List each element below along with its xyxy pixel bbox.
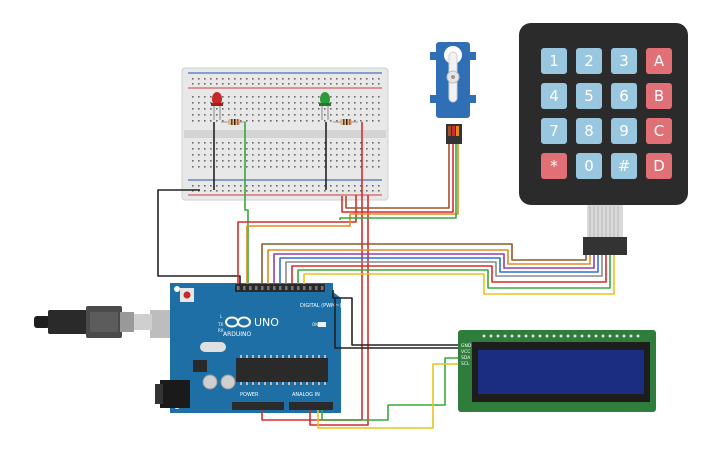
dc-jack-icon <box>155 380 190 408</box>
arduino-uno[interactable]: DIGITAL (PWM~) ANALOG IN POWER ARDUINO U… <box>34 283 342 413</box>
keypad-key-0-3[interactable]: A <box>646 48 672 74</box>
keypad-ribbon <box>587 205 623 239</box>
breadboard[interactable] <box>181 67 389 201</box>
arduino-model: UNO <box>254 316 279 329</box>
keypad-key-1-2[interactable]: 6 <box>611 83 637 109</box>
power-header-label: POWER <box>240 392 259 398</box>
keypad-key-2-3[interactable]: C <box>646 118 672 144</box>
lcd-screen <box>478 350 644 394</box>
analog-header <box>289 402 333 410</box>
keypad-key-0-1[interactable]: 2 <box>576 48 602 74</box>
keypad-key-label: 2 <box>584 52 594 70</box>
keypad-key-label: * <box>550 157 558 175</box>
keypad-key-label: 8 <box>584 122 594 140</box>
red-led[interactable] <box>211 92 223 120</box>
keypad-key-0-0[interactable]: 1 <box>541 48 567 74</box>
servo-horn-icon <box>446 51 460 103</box>
keypad-key-label: 6 <box>619 87 629 105</box>
keypad-key-3-2[interactable]: # <box>611 153 637 179</box>
keypad-key-label: 4 <box>549 87 559 105</box>
lcd-pin-scl: SCL <box>461 361 470 367</box>
keypad-key-2-2[interactable]: 9 <box>611 118 637 144</box>
tx-led-label: TX <box>217 322 223 327</box>
rx-led-label: RX <box>218 328 224 333</box>
lcd-pin-labels: GND VCC SDA SCL <box>461 343 472 367</box>
keypad-key-1-1[interactable]: 5 <box>576 83 602 109</box>
lcd-pin-sda: SDA <box>461 355 471 361</box>
servo-motor[interactable] <box>430 42 476 144</box>
l-led-label: L <box>220 314 223 319</box>
keypad-key-3-1[interactable]: 0 <box>576 153 602 179</box>
keypad-key-label: 0 <box>584 157 594 175</box>
keypad-key-label: 5 <box>584 87 594 105</box>
keypad-key-0-2[interactable]: 3 <box>611 48 637 74</box>
keypad-key-label: 3 <box>619 52 629 70</box>
usb-cable-icon <box>34 306 184 338</box>
keypad[interactable]: 1 2 3 A 4 5 6 B 7 8 9 C * 0 # D <box>519 23 688 255</box>
keypad-key-label: 1 <box>549 52 559 70</box>
lcd-pin-gnd: GND <box>461 343 472 349</box>
analog-header-label: ANALOG IN <box>292 392 320 398</box>
power-header <box>232 402 284 410</box>
breadboard-holes <box>192 78 380 192</box>
keypad-key-label: D <box>653 157 665 175</box>
green-led[interactable] <box>319 92 331 120</box>
resistor-2[interactable] <box>333 119 358 125</box>
wires <box>157 122 615 429</box>
keypad-key-1-0[interactable]: 4 <box>541 83 567 109</box>
arduino-brand: ARDUINO <box>223 331 252 338</box>
keypad-key-label: B <box>654 87 664 105</box>
keypad-key-label: C <box>654 122 664 140</box>
lcd-pin-vcc: VCC <box>461 349 470 355</box>
keypad-key-label: A <box>654 52 665 70</box>
atmega-chip-icon <box>236 355 328 385</box>
keypad-key-label: 9 <box>619 122 629 140</box>
keypad-key-label: # <box>618 157 631 175</box>
lcd-i2c-display[interactable]: GND VCC SDA SCL <box>458 330 656 412</box>
keypad-key-1-3[interactable]: B <box>646 83 672 109</box>
arduino-logo-icon <box>225 316 251 328</box>
resistor-1[interactable] <box>221 119 246 125</box>
keypad-key-label: 7 <box>549 122 559 140</box>
keypad-key-3-3[interactable]: D <box>646 153 672 179</box>
keypad-connector <box>583 237 627 255</box>
on-led-label: ON <box>312 322 318 327</box>
keypad-key-2-0[interactable]: 7 <box>541 118 567 144</box>
digital-header-label: DIGITAL (PWM~) <box>300 303 342 309</box>
keypad-keys: 1 2 3 A 4 5 6 B 7 8 9 C * 0 # D <box>541 48 672 179</box>
keypad-key-2-1[interactable]: 8 <box>576 118 602 144</box>
keypad-key-3-0[interactable]: * <box>541 153 567 179</box>
